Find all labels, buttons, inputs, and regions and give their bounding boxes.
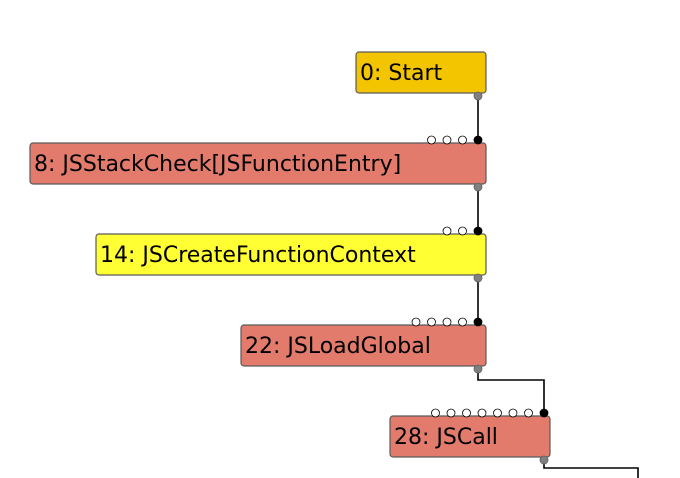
node-box[interactable] xyxy=(95,233,487,276)
node-box[interactable] xyxy=(29,142,487,185)
input-port-free[interactable] xyxy=(446,408,456,418)
output-port[interactable] xyxy=(473,91,483,101)
output-port[interactable] xyxy=(473,273,483,283)
input-port-free[interactable] xyxy=(524,408,533,418)
input-port-free[interactable] xyxy=(427,135,436,145)
edges-layer xyxy=(477,97,639,478)
node-start[interactable]: 0: Start xyxy=(355,51,487,101)
edge-load-global-to-js-call xyxy=(477,370,545,412)
output-port[interactable] xyxy=(473,182,483,192)
input-port-free[interactable] xyxy=(508,408,518,418)
node-box[interactable] xyxy=(240,324,487,367)
input-port-free[interactable] xyxy=(458,226,467,236)
input-port-connected[interactable] xyxy=(473,226,483,236)
output-port[interactable] xyxy=(473,364,483,374)
input-port-free[interactable] xyxy=(477,408,487,418)
node-label: 0: Start xyxy=(360,61,443,86)
output-port[interactable] xyxy=(539,455,549,465)
node-load-global[interactable]: 22: JSLoadGlobal xyxy=(240,317,487,374)
node-label: 28: JSCall xyxy=(394,425,498,450)
node-label: 14: JSCreateFunctionContext xyxy=(100,243,416,268)
input-port-free[interactable] xyxy=(458,135,467,145)
input-port-free[interactable] xyxy=(493,408,502,418)
input-port-free[interactable] xyxy=(427,317,436,327)
input-port-connected[interactable] xyxy=(473,135,483,145)
input-port-free[interactable] xyxy=(411,317,421,327)
input-port-free[interactable] xyxy=(462,408,471,418)
input-port-connected[interactable] xyxy=(539,408,549,418)
node-create-context[interactable]: 14: JSCreateFunctionContext xyxy=(95,226,487,283)
node-box[interactable] xyxy=(355,51,487,94)
edge-js-call-to-offscreen xyxy=(543,461,639,478)
node-label: 22: JSLoadGlobal xyxy=(245,334,431,359)
node-js-call[interactable]: 28: JSCall xyxy=(389,408,551,465)
input-port-free[interactable] xyxy=(442,135,452,145)
input-port-free[interactable] xyxy=(458,317,467,327)
input-port-free[interactable] xyxy=(442,317,452,327)
input-port-connected[interactable] xyxy=(473,317,483,327)
node-label: 8: JSStackCheck[JSFunctionEntry] xyxy=(34,152,401,177)
node-box[interactable] xyxy=(389,415,551,458)
node-stack-check[interactable]: 8: JSStackCheck[JSFunctionEntry] xyxy=(29,135,487,192)
input-port-free[interactable] xyxy=(442,226,452,236)
input-port-free[interactable] xyxy=(431,408,440,418)
nodes-layer: 0: Start 8: JSStackCheck[JSFunctionEntry]… xyxy=(29,51,551,465)
